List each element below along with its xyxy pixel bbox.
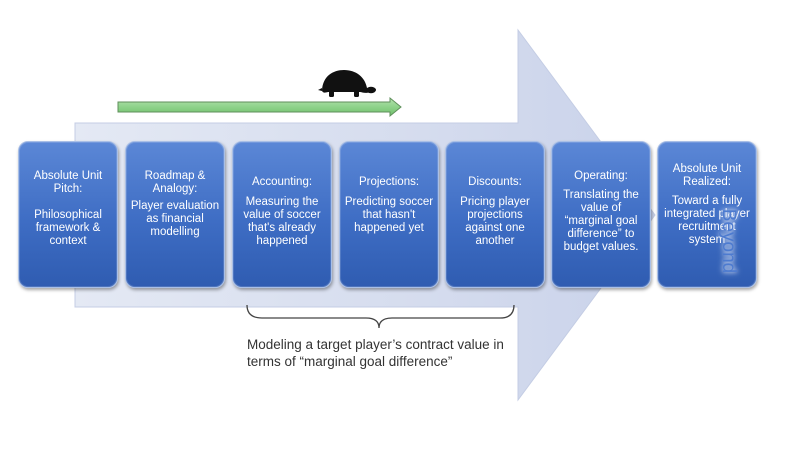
bracket-caption-line: terms of “marginal goal difference” (247, 354, 453, 369)
bracket-caption-line: Modeling a target player’s contract valu… (247, 337, 504, 352)
stage-box-realized: Absolute Unit Realized: Toward a fully i… (657, 141, 757, 288)
stage-description: Pricing player projections against one a… (460, 196, 530, 247)
stage-box-operating: Operating: Translating the value of “mar… (551, 141, 651, 288)
stage-description: Translating the value of “marginal goal … (563, 189, 639, 253)
stage-title: Accounting: (251, 176, 313, 188)
grouping-bracket (246, 304, 515, 329)
stage-box-accounting: Accounting: Measuring the value of socce… (232, 141, 332, 288)
stage-box-roadmap: Roadmap & Analogy: Player evaluation as … (125, 141, 225, 288)
stage-title: Projections: (358, 176, 420, 188)
stage-title: Absolute Unit Realized: (672, 163, 742, 188)
bracket-caption: Modeling a target player’s contract valu… (247, 336, 547, 370)
stage-title: Absolute Unit Pitch: (33, 170, 103, 195)
stage-description: Toward a fully integrated player recruit… (664, 195, 750, 246)
stage-box-pitch: Absolute Unit Pitch: Philosophical frame… (18, 141, 118, 288)
turtle-icon (318, 70, 376, 97)
stage-description: Predicting soccer that hasn't happened y… (344, 196, 434, 234)
stage-description: Measuring the value of soccer that's alr… (243, 196, 321, 247)
stage-box-discounts: Discounts: Pricing player projections ag… (445, 141, 545, 288)
stage-title: Operating: (574, 170, 628, 182)
beyond-label: Beyond (718, 208, 739, 274)
stage-title: Discounts: (468, 176, 522, 188)
stage-box-projections: Projections: Predicting soccer that hasn… (339, 141, 439, 288)
stage-description: Philosophical framework & context (34, 209, 102, 247)
stage-description: Player evaluation as financial modelling (130, 200, 220, 238)
green-arrow-icon (117, 96, 402, 118)
stage-title: Roadmap & Analogy: (144, 170, 206, 195)
